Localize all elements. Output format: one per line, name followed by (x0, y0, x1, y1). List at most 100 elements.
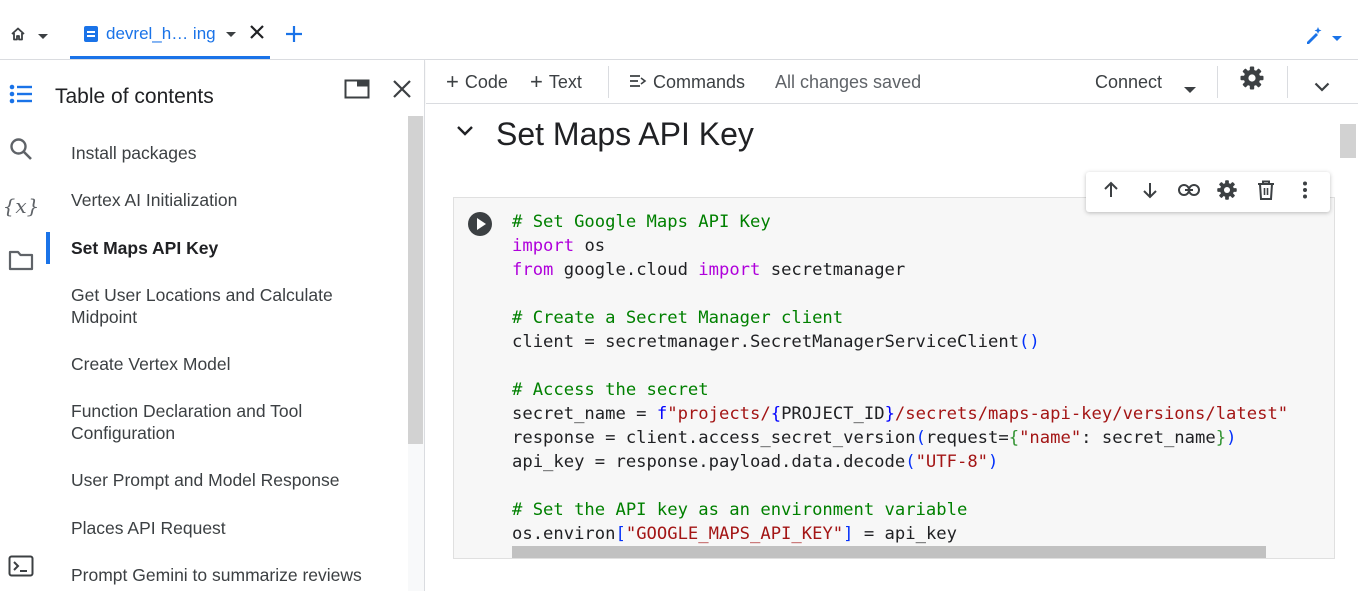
notebook-scrollbar[interactable] (1340, 124, 1356, 158)
save-status: All changes saved (775, 71, 922, 92)
folder-icon (8, 249, 34, 276)
collapse-toolbar-button[interactable] (1314, 74, 1330, 98)
caret-down-icon (1184, 78, 1196, 99)
notebook-content: Set Maps API Key # Set Google Maps API K… (426, 104, 1358, 591)
home-menu-button[interactable] (10, 24, 56, 48)
delete-cell-button[interactable] (1252, 178, 1280, 206)
code-line: api_key = response.payload.data.decode("… (512, 450, 1312, 474)
list-icon (9, 84, 33, 109)
code-token: } (1215, 428, 1227, 448)
code-token: request= (925, 428, 1009, 448)
code-line: client = secretmanager.SecretManagerServ… (512, 330, 1312, 354)
edit-mode-button[interactable] (1304, 25, 1342, 50)
plus-icon: + (446, 69, 459, 94)
terminal-button[interactable] (7, 554, 35, 582)
code-token: # Create a Secret Manager client (512, 308, 844, 328)
toc-item-set-maps-api-key[interactable]: Set Maps API Key (46, 232, 408, 264)
more-vert-icon (1302, 181, 1308, 204)
search-icon (9, 137, 33, 166)
connect-options-button[interactable] (1184, 76, 1196, 100)
code-token: { (770, 404, 782, 424)
open-in-tab-button[interactable] (343, 78, 371, 104)
code-token: # Set Google Maps API Key (512, 212, 771, 232)
code-token: "name" (1019, 428, 1082, 448)
code-token: import (698, 260, 761, 280)
chevron-down-icon (456, 124, 474, 141)
notebook-file-icon (84, 26, 98, 42)
move-cell-up-button[interactable] (1097, 178, 1125, 206)
notebook-tab[interactable]: devrel_h… ing (70, 12, 270, 59)
arrow-down-icon (1141, 181, 1159, 204)
table-of-contents-button[interactable] (7, 82, 35, 110)
code-token: import (512, 236, 575, 256)
run-cell-button[interactable] (468, 212, 492, 236)
code-line: ​ (512, 282, 1312, 306)
commands-label: Commands (653, 71, 746, 92)
toc-item-create-vertex-model[interactable]: Create Vertex Model (71, 354, 231, 374)
code-token: google.cloud (553, 260, 699, 280)
code-token: # Access the secret (512, 380, 709, 400)
top-tab-bar: devrel_h… ing (0, 0, 1358, 60)
code-line: secret_name = f"projects/{PROJECT_ID}/se… (512, 402, 1312, 426)
notebook-tab-title: devrel_h… ing (106, 24, 216, 43)
toc-item-vertex-ai-initialization[interactable]: Vertex AI Initialization (71, 190, 238, 210)
code-token: "projects/ (667, 404, 771, 424)
code-line: from google.cloud import secretmanager (512, 258, 1312, 282)
find-button[interactable] (7, 137, 35, 165)
caret-down-icon (1332, 29, 1342, 47)
close-panel-button[interactable] (388, 78, 416, 104)
code-line: ​ (512, 354, 1312, 378)
code-line: ​ (512, 474, 1312, 498)
code-line: os.environ["GOOGLE_MAPS_API_KEY"] = api_… (512, 522, 1312, 546)
gear-icon (1216, 179, 1238, 206)
code-token: /secrets/maps-api-key/versions/latest" (894, 404, 1289, 424)
code-line: response = client.access_secret_version(… (512, 426, 1312, 450)
code-token: secret_name = (512, 404, 657, 424)
code-token: client = secretmanager.SecretManagerServ… (512, 332, 1020, 352)
commands-icon (629, 72, 647, 93)
code-token: } (884, 404, 895, 424)
move-cell-down-button[interactable] (1136, 178, 1164, 206)
settings-button[interactable] (1239, 66, 1265, 92)
add-text-button[interactable]: + Text (530, 70, 582, 94)
code-token: f (656, 404, 668, 424)
variables-button[interactable]: {𝑥} (3, 192, 40, 220)
copy-link-button[interactable] (1175, 178, 1203, 206)
open-in-tab-icon (344, 79, 370, 104)
toc-item-function-declaration[interactable]: Function Declaration and Tool Configurat… (71, 401, 303, 443)
code-token: os (574, 236, 606, 256)
toc-item-user-prompt[interactable]: User Prompt and Model Response (71, 470, 340, 490)
code-token: ] (843, 524, 854, 544)
trash-icon (1257, 180, 1275, 205)
tab-menu-caret-icon[interactable] (225, 25, 236, 43)
code-horizontal-scrollbar[interactable] (512, 546, 1266, 558)
plus-icon (285, 26, 303, 47)
toc-item-install-packages[interactable]: Install packages (71, 143, 197, 163)
more-options-button[interactable] (1291, 178, 1319, 206)
new-tab-button[interactable] (285, 25, 303, 48)
variables-icon: {𝑥} (2, 194, 40, 218)
code-token: PROJECT_ID (781, 404, 885, 424)
cell-settings-button[interactable] (1213, 178, 1241, 206)
connect-button[interactable]: Connect (1095, 70, 1162, 94)
collapse-section-button[interactable] (456, 124, 474, 142)
toc-item-places-api-request[interactable]: Places API Request (71, 518, 226, 538)
add-code-button[interactable]: + Code (446, 70, 508, 94)
notebook-toolbar: + Code + Text Commands All changes saved… (426, 60, 1358, 104)
cell-toolbar (1086, 172, 1330, 212)
toc-item-prompt-gemini[interactable]: Prompt Gemini to summarize reviews (71, 565, 362, 585)
terminal-icon (8, 555, 34, 582)
toc-scrollbar[interactable] (408, 116, 423, 444)
toc-item-get-user-locations[interactable]: Get User Locations and Calculate Midpoin… (71, 285, 333, 327)
code-token: "UTF-8" (915, 452, 989, 472)
close-tab-icon[interactable] (249, 24, 264, 44)
chevron-down-icon (1314, 76, 1330, 97)
code-token: ( (915, 428, 926, 448)
pen-sparkle-icon (1304, 25, 1324, 50)
code-token: { (1008, 428, 1020, 448)
code-token: ) (1226, 428, 1237, 448)
files-button[interactable] (7, 248, 35, 276)
commands-button[interactable]: Commands (629, 70, 745, 94)
